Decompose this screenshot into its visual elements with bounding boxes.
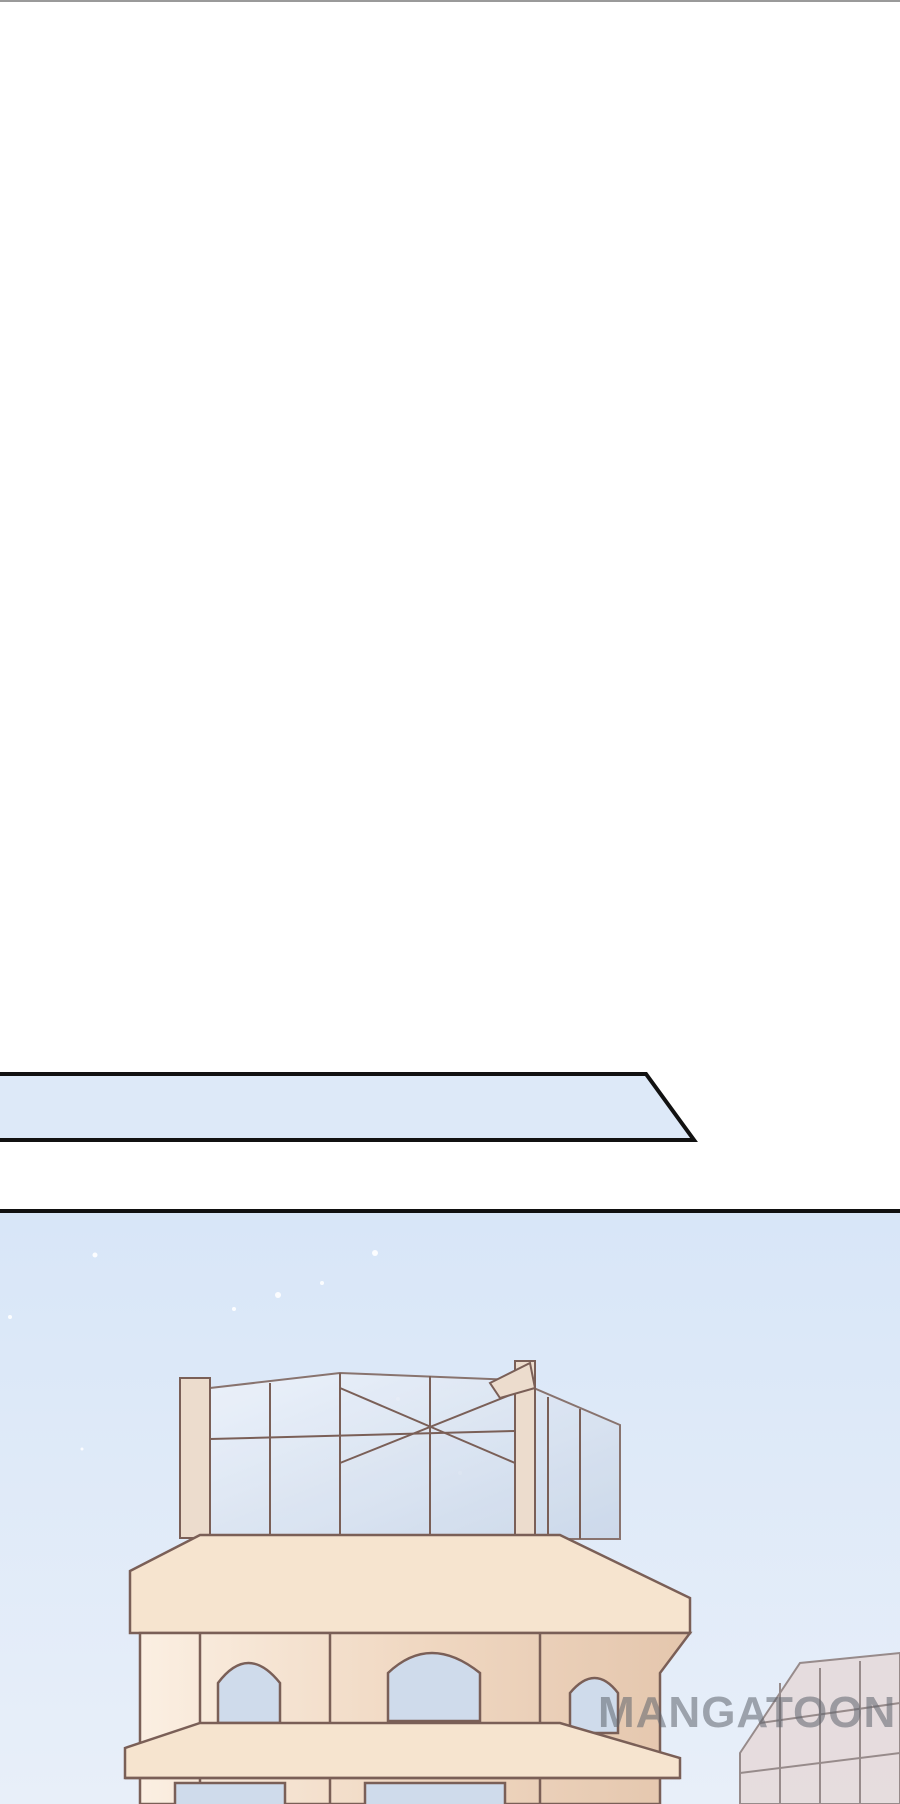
caption-strip [0,1072,698,1142]
tower [123,1533,693,1804]
panel-illustration [0,1213,900,1804]
page-top-border [0,0,900,2]
caption-strip-shape [0,1072,698,1142]
watermark-logo: MANGATOON [598,1688,897,1737]
comic-panel [0,1209,900,1804]
distant-building [739,1651,900,1804]
glass-rooftop [179,1360,621,1542]
